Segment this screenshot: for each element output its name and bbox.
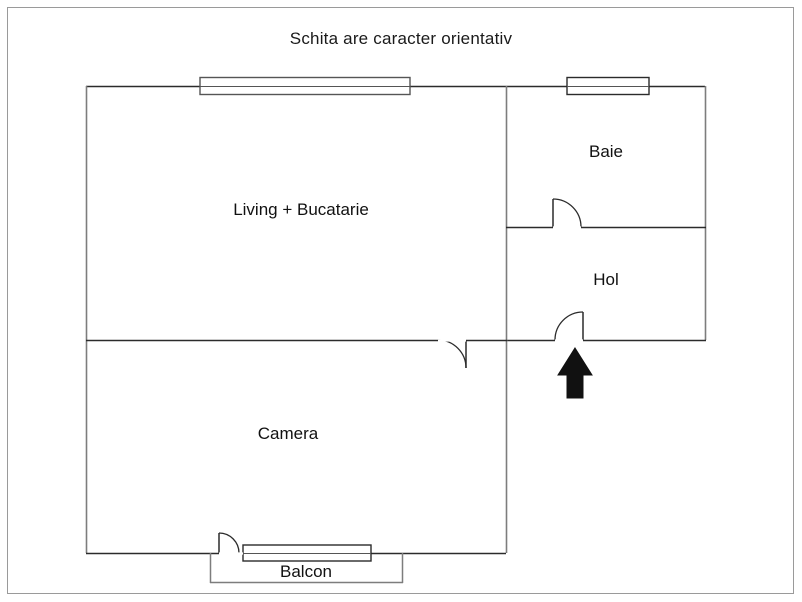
door-swing-arc <box>437 339 467 369</box>
room-label-living: Living + Bucatarie <box>233 200 369 219</box>
door-entrance <box>554 311 584 342</box>
window-balcony <box>242 544 372 562</box>
room-label-hol: Hol <box>593 270 619 289</box>
arrow-shape <box>557 347 593 399</box>
door-swing-arc <box>552 198 582 228</box>
windows <box>199 76 650 562</box>
door-camera <box>437 339 467 369</box>
door-balcony <box>218 532 243 555</box>
room-label-camera: Camera <box>257 424 319 443</box>
balcony-outline <box>209 553 404 584</box>
door-swing-arc <box>218 532 240 554</box>
interior-walls <box>86 86 706 342</box>
room-label-balcon: Balcon <box>280 562 332 581</box>
window-top-left <box>199 76 411 96</box>
doors <box>218 198 584 555</box>
door-baie <box>552 198 582 229</box>
window-top-right <box>566 76 650 96</box>
room-label-baie: Baie <box>588 142 624 161</box>
page-title: Schita are caracter orientativ <box>289 29 513 48</box>
entrance-arrow-icon <box>557 347 593 399</box>
door-swing-arc <box>554 311 584 341</box>
